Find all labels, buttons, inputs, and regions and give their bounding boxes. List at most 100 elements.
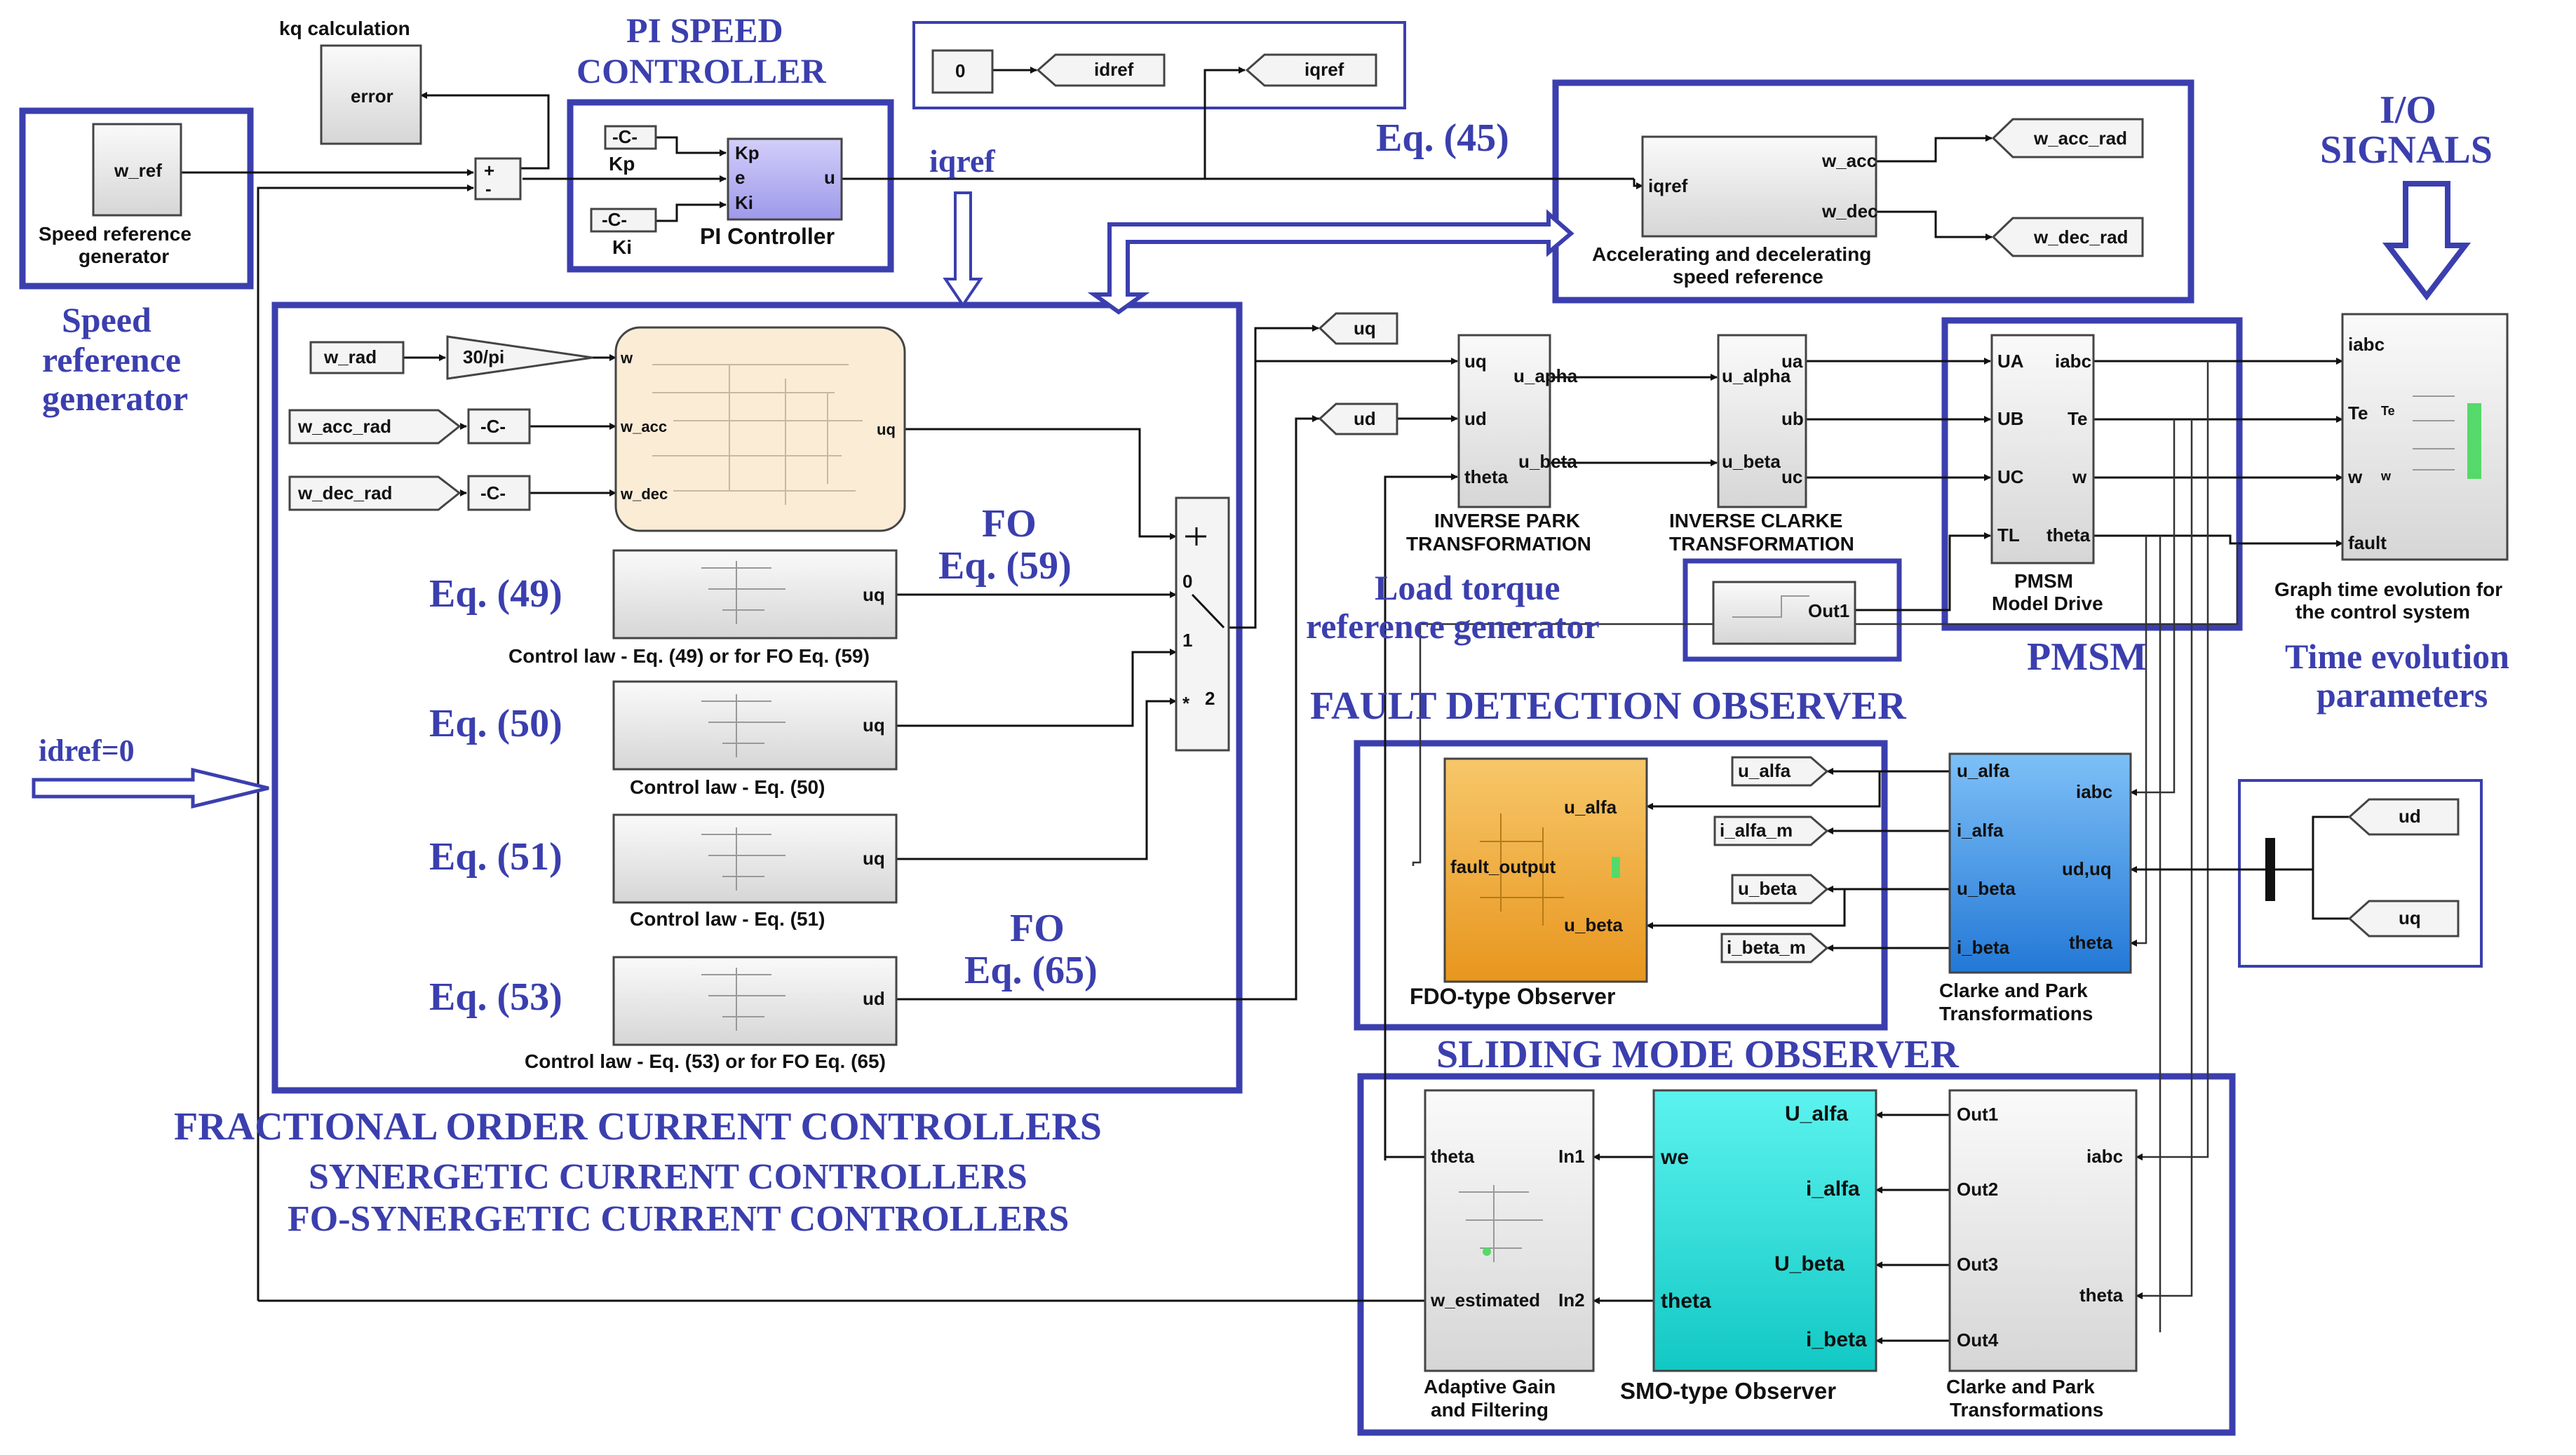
fo-subsystem-block[interactable] <box>614 326 906 532</box>
fo-current-controllers-frame <box>271 302 1243 1094</box>
io-ud-label: ud <box>2399 806 2421 827</box>
smo-observer-block[interactable] <box>1652 1089 1877 1372</box>
park-in-uq: uq <box>1464 351 1487 372</box>
speed-ref-block[interactable] <box>92 123 182 217</box>
accel-block[interactable] <box>1641 135 1877 238</box>
w-acc-const-value: -C- <box>480 416 506 437</box>
smo-in4: i_beta <box>1806 1328 1867 1351</box>
w-dec-rad-from-tag[interactable] <box>288 475 461 511</box>
clarke-park-block-2[interactable] <box>1948 1089 2138 1372</box>
iqref-goto-tag[interactable] <box>1245 53 1377 87</box>
kq-calculation-block[interactable] <box>320 44 422 145</box>
control-law-53[interactable]: ud <box>612 956 898 1046</box>
ki-constant-block[interactable] <box>590 208 657 233</box>
ki-label: Ki <box>612 236 632 258</box>
ud-goto-tag[interactable] <box>1318 402 1398 435</box>
uq-goto-label: uq <box>1354 318 1376 339</box>
idref-goto-tag[interactable] <box>1036 53 1166 87</box>
w-acc-const-block[interactable] <box>467 408 531 445</box>
switch-p2: 2 <box>1205 688 1215 709</box>
fdo-tag-ialfam[interactable] <box>1713 816 1829 846</box>
speed-ref-caption-2: generator <box>79 245 169 267</box>
io-uq-from-tag[interactable] <box>2347 900 2460 938</box>
sum-minus: - <box>485 178 492 199</box>
signal-wires <box>181 67 2349 1344</box>
pmsm-in-tl: TL <box>1997 525 2020 546</box>
adaptive-gain-block[interactable] <box>1424 1089 1595 1372</box>
inverse-park-block[interactable] <box>1457 334 1551 508</box>
cp2-out4: Out4 <box>1957 1329 1999 1351</box>
w-rad-from-tag[interactable] <box>309 341 405 374</box>
cp1-caption-2: Transformations <box>1939 1003 2093 1024</box>
control-law-51[interactable]: uq <box>612 813 898 904</box>
fdo-tag-ualfa[interactable] <box>1731 756 1829 787</box>
cl49-caption: Control law - Eq. (49) or for FO Eq. (59… <box>508 645 870 667</box>
control-law-50[interactable]: uq <box>612 680 898 771</box>
fdo-tag-ibetam-label: i_beta_m <box>1727 937 1806 958</box>
graph-in-te: Te <box>2348 402 2368 424</box>
cp1-out4: i_beta <box>1957 937 2010 958</box>
smo-out-we: we <box>1660 1146 1689 1169</box>
w-acc-rad-from-tag[interactable] <box>288 409 461 445</box>
accel-caption-2: speed reference <box>1673 266 1823 287</box>
cl50-out: uq <box>863 715 885 736</box>
pmsm-in-ub: UB <box>1997 408 2024 429</box>
ann-eq59: Eq. (59) <box>938 544 1072 588</box>
pmsm-block[interactable] <box>1990 334 2095 564</box>
inverse-clarke-block[interactable] <box>1717 334 1807 508</box>
ann-speed-ref-2: reference <box>42 340 181 379</box>
fo-sub-in-wdec: w_dec <box>620 485 668 503</box>
kp-constant-block[interactable] <box>604 125 657 150</box>
w-dec-rad-from-label: w_dec_rad <box>297 482 392 503</box>
fdo-tag-ialfam-label: i_alfa_m <box>1720 820 1793 841</box>
idref-constant-block[interactable] <box>931 49 994 94</box>
load-torque-out: Out1 <box>1808 600 1849 621</box>
fdo-tag-ibetam[interactable] <box>1720 933 1829 963</box>
ann-synergetic: SYNERGETIC CURRENT CONTROLLERS <box>309 1157 1027 1197</box>
adaptive-caption-2: and Filtering <box>1431 1399 1549 1421</box>
ann-idref0: idref=0 <box>39 733 135 768</box>
graph-inner-w: w <box>2380 469 2392 483</box>
sum-block[interactable] <box>474 157 522 201</box>
ud-goto-label: ud <box>1354 408 1376 429</box>
ann-eq65: Eq. (65) <box>964 949 1098 992</box>
park-in-theta: theta <box>1464 466 1509 487</box>
gain-block[interactable] <box>446 335 593 380</box>
fdo-tag-ubeta[interactable] <box>1731 874 1829 905</box>
pi-controller-block[interactable] <box>727 137 843 221</box>
park-out-ubeta: u_beta <box>1518 451 1577 472</box>
ann-time-evolution-1: Time evolution <box>2285 637 2509 676</box>
cp2-out3: Out3 <box>1957 1254 1998 1275</box>
clarke-in-ubeta: u_beta <box>1722 451 1781 472</box>
graph-in-w: w <box>2347 466 2363 487</box>
cp1-out2: i_alfa <box>1957 820 2004 841</box>
w-dec-rad-tag[interactable] <box>1991 217 2144 257</box>
cl51-caption: Control law - Eq. (51) <box>630 908 825 930</box>
clarke-out-ua: ua <box>1781 351 1803 372</box>
control-law-49[interactable]: uq <box>612 549 898 639</box>
clarke-out-ub: ub <box>1781 408 1804 429</box>
cl49-out: uq <box>863 584 885 605</box>
ann-iqref: iqref <box>929 143 995 179</box>
load-torque-block[interactable] <box>1712 581 1856 645</box>
idref-constant-value: 0 <box>955 60 965 81</box>
io-ud-from-tag[interactable] <box>2347 798 2460 836</box>
ann-fault-detection: FAULT DETECTION OBSERVER <box>1310 684 1906 728</box>
sum-plus: + <box>484 160 494 181</box>
smo-in1: U_alfa <box>1785 1102 1848 1125</box>
idref-goto-label: idref <box>1094 59 1134 80</box>
cp2-in2: theta <box>2079 1285 2124 1306</box>
accel-frame <box>1552 79 2194 304</box>
ann-load-torque-2: reference generator <box>1306 607 1600 646</box>
w-acc-rad-tag[interactable] <box>1991 118 2144 158</box>
w-dec-const-block[interactable] <box>467 475 531 511</box>
cl50-caption: Control law - Eq. (50) <box>630 776 825 798</box>
graph-caption-1: Graph time evolution for <box>2274 578 2502 600</box>
pi-in-ki: Ki <box>735 192 753 213</box>
clarke-park-block-1[interactable] <box>1948 752 2132 974</box>
uq-goto-tag[interactable] <box>1318 312 1398 345</box>
mux-block[interactable] <box>2265 838 2275 901</box>
ann-time-evolution-2: parameters <box>2317 675 2488 715</box>
graph-caption-2: the control system <box>2295 601 2470 623</box>
